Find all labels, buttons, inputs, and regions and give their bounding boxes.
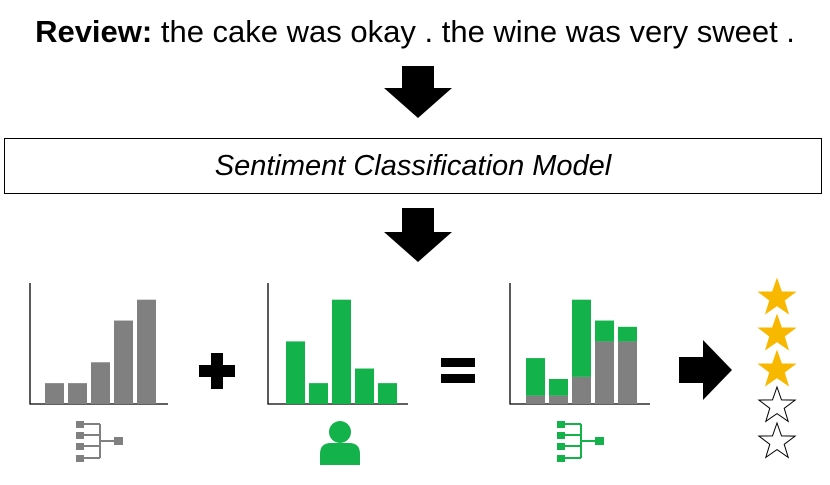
star-filled-icon	[757, 277, 797, 315]
bar-segment-2-1	[572, 299, 591, 377]
bar-0	[286, 341, 305, 404]
bar-0	[45, 383, 64, 404]
model-label: Sentiment Classification Model	[214, 149, 612, 182]
star-filled-icon	[757, 349, 797, 387]
bar-segment-0-1	[526, 358, 545, 396]
bar-segment-1-1	[549, 378, 568, 396]
chart-bars-stacked	[526, 299, 637, 404]
bar-3	[114, 320, 133, 404]
equals-icon	[441, 358, 475, 383]
review-label: Review:	[35, 14, 153, 49]
star-empty-icon	[757, 385, 797, 423]
bar-segment-3-1	[595, 320, 614, 342]
right-arrow-icon	[679, 340, 732, 400]
bar-segment-2-0	[572, 376, 591, 404]
bar-segment-0-0	[526, 395, 545, 404]
bar-4	[137, 299, 156, 404]
hierarchy-icon	[557, 421, 604, 462]
model-box: Sentiment Classification Model	[4, 138, 822, 194]
bar-1	[68, 383, 87, 404]
star-empty-icon	[757, 421, 797, 459]
bar-segment-3-0	[595, 341, 614, 404]
down-arrow-icon	[384, 208, 452, 262]
down-arrow-icon	[384, 66, 452, 118]
review-text: Review: the cake was okay . the wine was…	[0, 14, 830, 50]
user-icon	[320, 421, 360, 465]
star-filled-icon	[757, 313, 797, 351]
chart-bars-gray	[45, 299, 156, 404]
bar-2	[91, 362, 110, 404]
bar-segment-4-0	[618, 341, 637, 404]
review-sentence: the cake was okay . the wine was very sw…	[152, 14, 795, 49]
hierarchy-icon	[76, 421, 123, 462]
star-rating	[757, 277, 797, 459]
bar-segment-4-1	[618, 326, 637, 342]
plus-icon	[199, 353, 235, 389]
chart-bars-green	[286, 299, 397, 404]
bar-3	[355, 368, 374, 404]
bar-4	[378, 383, 397, 404]
bar-2	[332, 299, 351, 404]
bar-segment-1-0	[549, 395, 568, 404]
bar-1	[309, 383, 328, 404]
